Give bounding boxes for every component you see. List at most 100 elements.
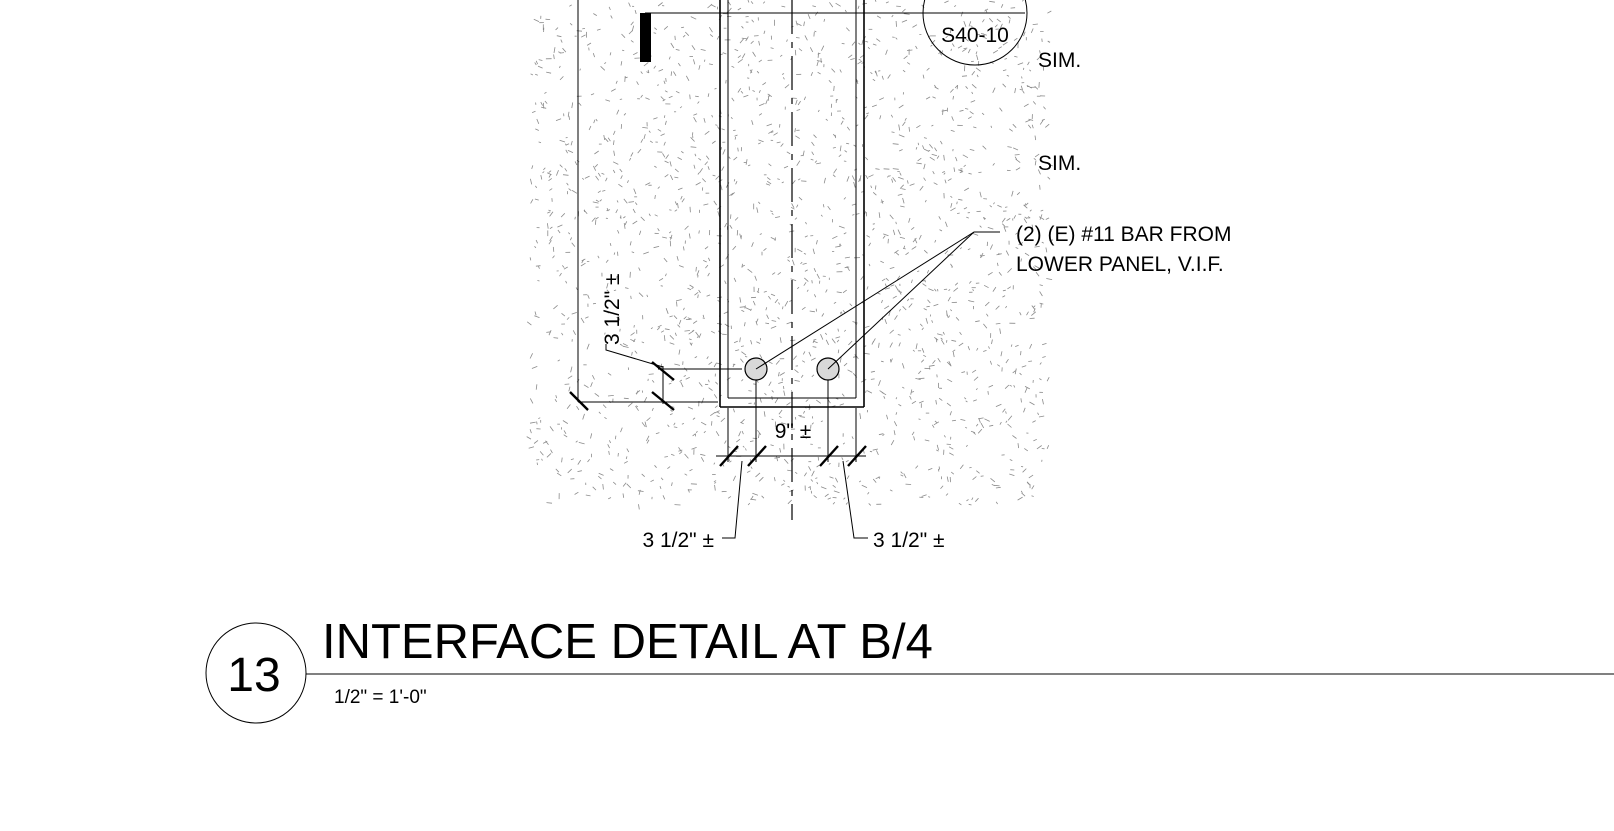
- stipple-mark: [592, 52, 595, 58]
- stipple-mark: [923, 148, 930, 152]
- stipple-mark: [813, 340, 818, 344]
- stipple-mark: [895, 397, 898, 400]
- stipple-mark: [881, 360, 884, 363]
- stipple-mark: [587, 294, 590, 299]
- stipple-mark: [973, 399, 977, 402]
- stipple-mark: [820, 486, 827, 490]
- stipple-mark: [561, 312, 566, 317]
- stipple-mark: [654, 165, 657, 168]
- stipple-mark: [878, 342, 880, 348]
- stipple-mark: [677, 324, 681, 328]
- stipple-mark: [906, 49, 913, 51]
- stipple-mark: [535, 185, 538, 189]
- stipple-mark: [539, 451, 544, 456]
- stipple-mark: [687, 287, 692, 291]
- stipple-mark: [625, 287, 629, 289]
- stipple-mark: [722, 149, 726, 155]
- stipple-mark: [971, 91, 974, 95]
- stipple-mark: [571, 190, 578, 194]
- stipple-mark: [843, 197, 847, 200]
- stipple-mark: [973, 126, 977, 129]
- stipple-mark: [802, 351, 806, 355]
- stipple-mark: [705, 264, 709, 269]
- stipple-mark: [622, 345, 629, 348]
- stipple-mark: [891, 14, 894, 18]
- stipple-mark: [870, 378, 875, 380]
- stipple-mark: [797, 248, 803, 253]
- stipple-mark: [976, 347, 979, 351]
- stipple-mark: [768, 295, 771, 300]
- stipple-mark: [787, 256, 791, 259]
- stipple-mark: [758, 90, 761, 94]
- stipple-mark: [940, 485, 944, 489]
- stipple-mark: [1006, 218, 1011, 221]
- stipple-mark: [594, 150, 599, 155]
- stipple-mark: [796, 160, 801, 166]
- left-cover-dim-text: 3 1/2" ±: [642, 529, 714, 552]
- stipple-mark: [741, 263, 743, 268]
- stipple-mark: [983, 323, 988, 329]
- stipple-mark: [623, 198, 628, 204]
- stipple-mark: [843, 497, 846, 500]
- stipple-mark: [762, 82, 767, 86]
- stipple-mark: [973, 376, 979, 381]
- stipple-mark: [897, 229, 901, 236]
- stipple-mark: [970, 100, 976, 103]
- stipple-mark: [690, 146, 697, 148]
- stipple-mark: [693, 59, 696, 65]
- stipple-mark: [679, 451, 683, 455]
- stipple-mark: [858, 480, 862, 483]
- stipple-mark: [546, 71, 552, 74]
- stipple-mark: [660, 285, 663, 287]
- stipple-mark: [901, 19, 908, 23]
- stipple-mark: [606, 311, 610, 314]
- stipple-mark: [1026, 311, 1029, 316]
- stipple-mark: [1013, 147, 1019, 151]
- stipple-mark: [669, 315, 673, 318]
- stipple-mark: [1025, 202, 1029, 206]
- stipple-mark: [783, 458, 789, 464]
- stipple-mark: [927, 468, 933, 471]
- stipple-mark: [1000, 23, 1003, 29]
- stipple-mark: [595, 219, 597, 225]
- stipple-mark: [927, 299, 931, 304]
- stipple-mark: [987, 271, 993, 276]
- stipple-mark: [554, 398, 558, 403]
- stipple-mark: [975, 388, 978, 391]
- stipple-mark: [1017, 62, 1024, 66]
- stipple-mark: [921, 327, 924, 331]
- stipple-mark: [924, 439, 930, 442]
- stipple-mark: [1009, 384, 1013, 387]
- stipple-mark: [617, 230, 620, 234]
- stipple-mark: [1033, 266, 1037, 271]
- stipple-mark: [866, 112, 870, 115]
- stipple-mark: [770, 210, 773, 213]
- stipple-mark: [948, 446, 954, 450]
- stipple-mark: [1002, 83, 1007, 88]
- stipple-mark: [550, 449, 553, 454]
- stipple-mark: [623, 461, 628, 464]
- stipple-mark: [861, 484, 868, 488]
- stipple-mark: [868, 263, 871, 267]
- stipple-mark: [620, 61, 623, 66]
- stipple-mark: [958, 342, 964, 347]
- stipple-mark: [1020, 490, 1023, 494]
- stipple-mark: [950, 88, 954, 93]
- stipple-mark: [574, 216, 576, 220]
- stipple-mark: [565, 137, 568, 139]
- stipple-mark: [737, 7, 742, 11]
- stipple-mark: [842, 309, 846, 314]
- stipple-mark: [555, 468, 560, 473]
- stipple-mark: [685, 377, 690, 380]
- stipple-mark: [779, 337, 782, 343]
- stipple-mark: [959, 171, 963, 174]
- stipple-mark: [616, 200, 619, 203]
- stipple-mark: [590, 382, 593, 388]
- stipple-mark: [836, 339, 840, 343]
- stipple-mark: [995, 403, 1002, 407]
- stipple-mark: [898, 403, 902, 407]
- stipple-mark: [739, 297, 742, 303]
- stipple-mark: [567, 111, 570, 117]
- stipple-mark: [871, 341, 874, 345]
- stipple-mark: [902, 386, 905, 389]
